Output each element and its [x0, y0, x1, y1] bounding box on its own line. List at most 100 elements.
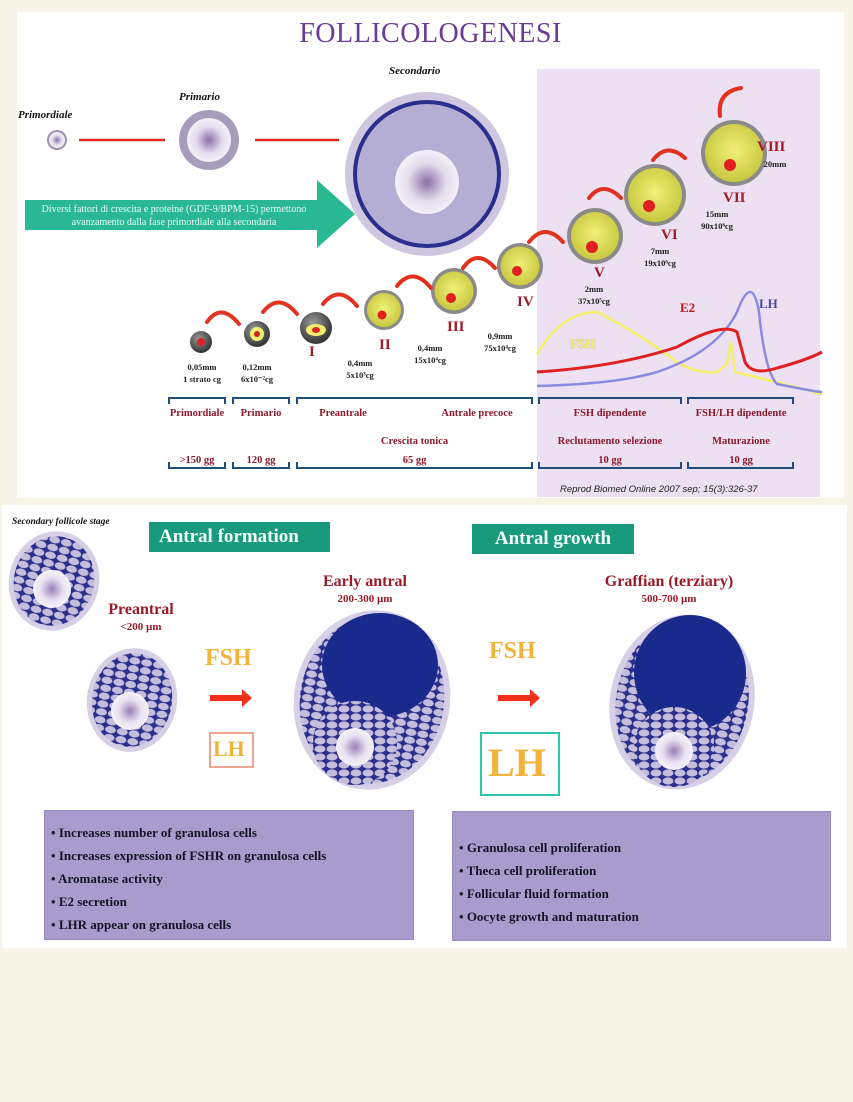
secondary-follicle: [345, 92, 509, 256]
preantral-size: <200 µm: [120, 621, 162, 633]
preantral-follicle: [86, 648, 178, 752]
secondary-follicle-small: [8, 531, 100, 631]
fsh-curve: [535, 310, 823, 396]
primary-follicle: [179, 110, 239, 170]
phase-primordiale: Primordiale: [169, 408, 225, 419]
lh-box-left: [209, 732, 254, 768]
graffian-size: 500-700 µm: [641, 593, 697, 605]
fsh-effect-item: E2 secretion: [51, 890, 413, 913]
early-antral-name: Early antral: [323, 573, 407, 590]
group-crescita-tonica: Crescita tonica: [380, 436, 449, 447]
green-arrow-line-1: Diversi fattori di crescita e proteine (…: [41, 204, 307, 215]
stage-size: 0,9mm: [487, 331, 513, 341]
fsh-label-left: FSH: [205, 645, 252, 671]
stage-3-info: 0,4mm 5x10³cg: [335, 357, 385, 381]
stage-label-secondario: Secondario: [389, 65, 441, 77]
early-stage-illustrations: [25, 86, 823, 469]
early-antral-follicle: [293, 610, 451, 790]
stage-cells: 1 strato cg: [183, 374, 221, 384]
stage-cells: 90x10⁶cg: [701, 221, 733, 231]
lh-box-right: [480, 732, 560, 796]
fsh-effect-item: Aromatase activity: [51, 867, 413, 890]
stage-size: 0,4mm: [417, 343, 443, 353]
duration-maturazione: 10 gg: [729, 455, 753, 466]
pink-background-region: [537, 69, 820, 497]
stage-roman-IV: IV: [517, 294, 534, 310]
stage-size: 0,12mm: [242, 362, 272, 372]
antral-growth-banner: Antral growth: [472, 524, 634, 554]
stage-9-info: 20mm: [755, 158, 795, 170]
phase-fsh-dipendente: FSH dipendente: [573, 408, 647, 419]
stage-8-info: 15mm 90x10⁶cg: [692, 208, 742, 232]
stage-size: 7mm: [650, 246, 670, 256]
arrow-preantral-early: [210, 689, 252, 707]
stage-size: 15mm: [705, 209, 729, 219]
stage-cells: 37x10⁵cg: [578, 296, 610, 306]
phase-fsh-lh-dipendente: FSH/LH dipendente: [695, 408, 787, 419]
secondary-follicle-stage-label: Secondary follicole stage: [12, 517, 110, 527]
stage-size: 0,05mm: [187, 362, 217, 372]
stage-roman-V: V: [594, 265, 605, 281]
diagram-title: FOLLICOLOGENESI: [299, 18, 562, 49]
preantral-name: Preantral: [108, 601, 174, 618]
growth-effect-item: Theca cell proliferation: [459, 859, 830, 882]
stage-transition-arrows: [205, 86, 743, 326]
stage-cells: 75x10⁴cg: [484, 343, 516, 353]
stage-size: 0,4mm: [347, 358, 373, 368]
lh-label-right: LH: [488, 740, 546, 785]
stage-cells: 19x10⁶cg: [644, 258, 676, 268]
duration-primario: 120 gg: [246, 455, 276, 466]
follicologenesi-panel: FOLLICOLOGENESI Primordiale Primario Sec…: [17, 12, 844, 498]
antral-growth-effects-box: Granulosa cell proliferation Theca cell …: [452, 811, 831, 941]
fsh-effect-item: LHR appear on granulosa cells: [51, 913, 413, 936]
stage-roman-III: III: [447, 319, 465, 335]
lh-label-left: LH: [213, 736, 245, 761]
fsh-curve-label: FSH: [570, 336, 596, 351]
growth-effect-item: Follicular fluid formation: [459, 882, 830, 905]
stage-label-primordiale: Primordiale: [18, 109, 73, 121]
stage-roman-VI: VI: [661, 227, 678, 243]
duration-crescita-tonica: 65 gg: [402, 455, 427, 466]
stage-label-primario: Primario: [179, 91, 220, 103]
phase-preantrale: Preantrale: [319, 408, 367, 419]
phase-antrale-precoce: Antrale precoce: [441, 408, 513, 419]
stage-cells: 5x10³cg: [346, 370, 374, 380]
antral-formation-banner: Antral formation: [149, 522, 330, 552]
growth-effect-item: Oocyte growth and maturation: [459, 905, 830, 928]
growing-follicles: [190, 120, 767, 353]
e2-curve: [536, 327, 823, 374]
stage-roman-II: II: [379, 337, 391, 353]
stage-roman-I: I: [309, 344, 315, 360]
fsh-effect-item: Increases expression of FSHR on granulos…: [51, 844, 413, 867]
green-arrow-line-2: avanzamento dalla fase primordiale alla …: [71, 217, 277, 228]
stage-cells: 15x10⁴cg: [414, 355, 446, 365]
stage-size: 20mm: [763, 159, 787, 169]
stage-1-info: 0,12mm 6x10⁻²cg: [232, 361, 282, 385]
stage-6-info: 2mm 37x10⁵cg: [569, 283, 619, 307]
phase-primario: Primario: [240, 408, 282, 419]
arrow-early-graffian: [498, 689, 540, 707]
growth-effect-item: Granulosa cell proliferation: [459, 836, 830, 859]
primordial-follicle: [47, 130, 67, 150]
hormone-curves: [535, 290, 823, 396]
group-maturazione: Maturazione: [712, 436, 770, 447]
graffian-name: Graffian (terziary): [604, 573, 734, 590]
stage-0-info: 0,05mm 1 strato cg: [177, 361, 227, 385]
citation: Reprod Biomed Online 2007 sep; 15(3):326…: [560, 484, 758, 495]
duration-primordiale: >150 gg: [179, 455, 215, 466]
stage-roman-VII: VII: [723, 190, 746, 206]
stage-5-info: 0,9mm 75x10⁴cg: [475, 330, 525, 354]
antral-panel: Secondary follicole stage Antral formati…: [2, 505, 847, 948]
e2-curve-label: E2: [680, 300, 696, 315]
early-antral-size: 200-300 µm: [337, 593, 393, 605]
fsh-label-right: FSH: [489, 638, 536, 664]
phase-brackets: [168, 397, 794, 469]
stage-roman-VIII: VIII: [757, 139, 786, 155]
lh-curve: [536, 290, 823, 394]
graffian-follicle: [609, 614, 755, 790]
group-reclutamento-selezione: Reclutamento selezione: [557, 436, 663, 447]
fsh-effect-item: Increases number of granulosa cells: [51, 821, 413, 844]
stage-7-info: 7mm 19x10⁶cg: [635, 245, 685, 269]
stage-size: 2mm: [584, 284, 604, 294]
duration-reclutamento: 10 gg: [598, 455, 622, 466]
